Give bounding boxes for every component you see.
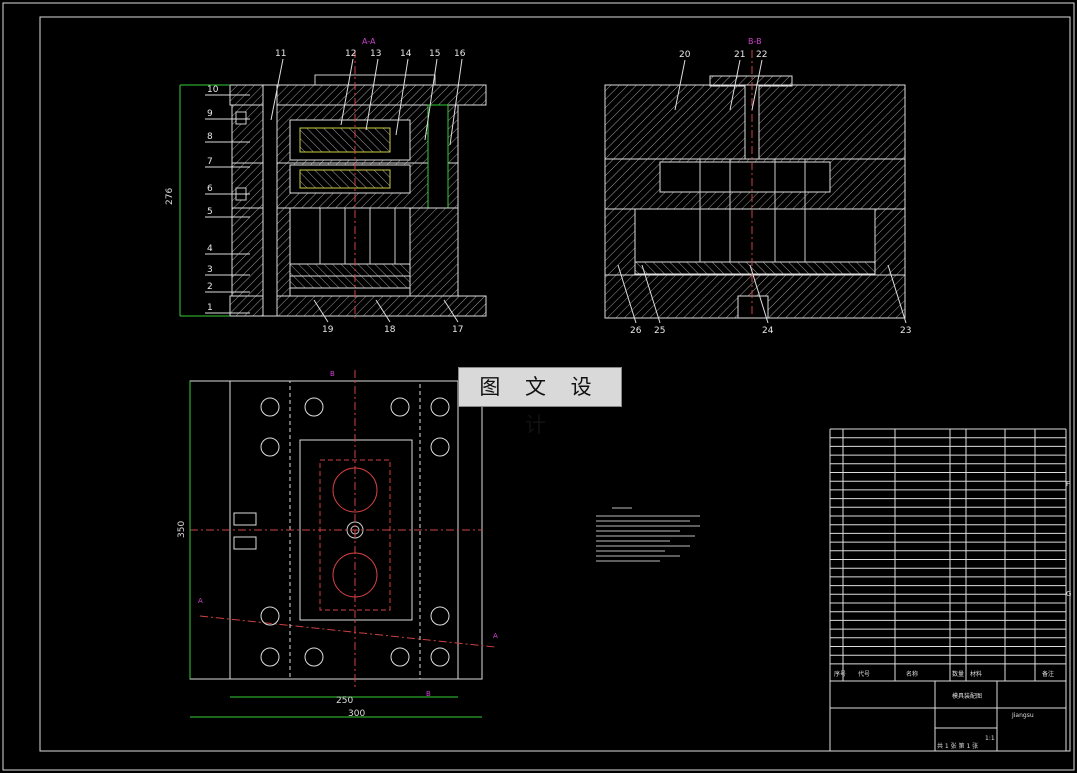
header-material: 材料 — [970, 670, 982, 678]
right-bottom-callouts: 26 25 24 23 — [617, 264, 911, 336]
dim-plan-height: 350 — [177, 521, 187, 538]
part-number-3: 3 — [207, 265, 213, 275]
part-number-6: 6 — [207, 184, 213, 194]
leader-line — [887, 264, 907, 324]
title-block: 模具装配图 1:1 共 1 张 第 1 张 Jiangsu 序号 代号 名称 数… — [829, 480, 1071, 752]
drawing-scale: 1:1 — [985, 735, 995, 742]
part-number-20: 20 — [679, 50, 691, 60]
cut-a-left: A — [198, 597, 203, 605]
part-number-25: 25 — [654, 326, 665, 336]
part-number-18: 18 — [384, 325, 396, 335]
leader-line — [365, 58, 379, 131]
leader-line — [751, 59, 763, 111]
section-aa-label: A-A — [362, 37, 376, 46]
leader-line — [449, 58, 463, 146]
leader-line — [674, 59, 686, 111]
header-note: 备注 — [1042, 670, 1054, 678]
header-no: 序号 — [834, 670, 846, 678]
leader-line — [641, 264, 661, 324]
zone-g: G — [1066, 590, 1071, 598]
part-number-22: 22 — [756, 50, 767, 60]
leader-line — [729, 59, 741, 111]
part-number-23: 23 — [900, 326, 911, 336]
drawing-name: 模具装配图 — [952, 692, 982, 700]
dim-height: 276 — [165, 188, 175, 205]
header-code: 代号 — [858, 670, 870, 678]
part-number-8: 8 — [207, 132, 213, 142]
section-bb-label: B-B — [748, 37, 762, 46]
leader-line — [313, 299, 329, 323]
drawing-inner-frame — [39, 16, 1071, 752]
plan-view: 350 250 300 A A B B — [177, 370, 498, 719]
leader-line — [375, 299, 391, 323]
leader-line — [424, 58, 438, 141]
leader-line — [270, 58, 284, 121]
dim-plan-width-inner: 250 — [336, 696, 353, 706]
technical-notes — [596, 507, 700, 562]
part-number-2: 2 — [207, 282, 213, 292]
section-b-b-view: B-B — [604, 37, 906, 319]
cut-b-bottom: B — [426, 690, 431, 698]
part-number-7: 7 — [207, 157, 213, 167]
part-number-17: 17 — [452, 325, 463, 335]
leader-line — [749, 264, 769, 324]
left-part-callouts: 10 9 8 7 6 5 4 3 2 1 — [205, 85, 250, 314]
part-number-15: 15 — [429, 49, 440, 59]
leader-line — [443, 299, 459, 323]
parts-list — [829, 428, 1067, 681]
section-a-a-view: A-A 276 — [165, 37, 487, 318]
part-number-19: 19 — [322, 325, 334, 335]
part-number-14: 14 — [400, 49, 412, 59]
part-number-13: 13 — [370, 49, 381, 59]
part-number-11: 11 — [275, 49, 286, 59]
bottom-left-callouts: 19 18 17 — [313, 299, 463, 335]
part-number-21: 21 — [734, 50, 745, 60]
part-number-12: 12 — [345, 49, 356, 59]
part-number-16: 16 — [454, 49, 466, 59]
drawing-sheet: 共 1 张 第 1 张 — [937, 742, 978, 750]
cut-b-top: B — [330, 370, 335, 378]
watermark-label: 图 文 设 计 — [458, 367, 622, 437]
header-name: 名称 — [906, 670, 918, 678]
right-top-callouts: 20 21 22 — [674, 50, 767, 111]
zone-f: F — [1066, 480, 1070, 488]
part-number-10: 10 — [207, 85, 219, 95]
part-number-1: 1 — [207, 303, 213, 313]
part-number-24: 24 — [762, 326, 774, 336]
leader-line — [340, 58, 354, 126]
drawing-unit: Jiangsu — [1011, 712, 1034, 719]
header-qty: 数量 — [952, 670, 964, 678]
leader-line — [395, 58, 409, 136]
leader-line — [617, 264, 637, 324]
part-number-9: 9 — [207, 109, 213, 119]
part-number-4: 4 — [207, 244, 213, 254]
top-part-callouts: 11 12 13 14 15 16 — [270, 49, 466, 146]
dim-plan-width-outer: 300 — [348, 709, 365, 719]
cut-a-right: A — [493, 632, 498, 640]
part-number-26: 26 — [630, 326, 642, 336]
part-number-5: 5 — [207, 207, 213, 217]
